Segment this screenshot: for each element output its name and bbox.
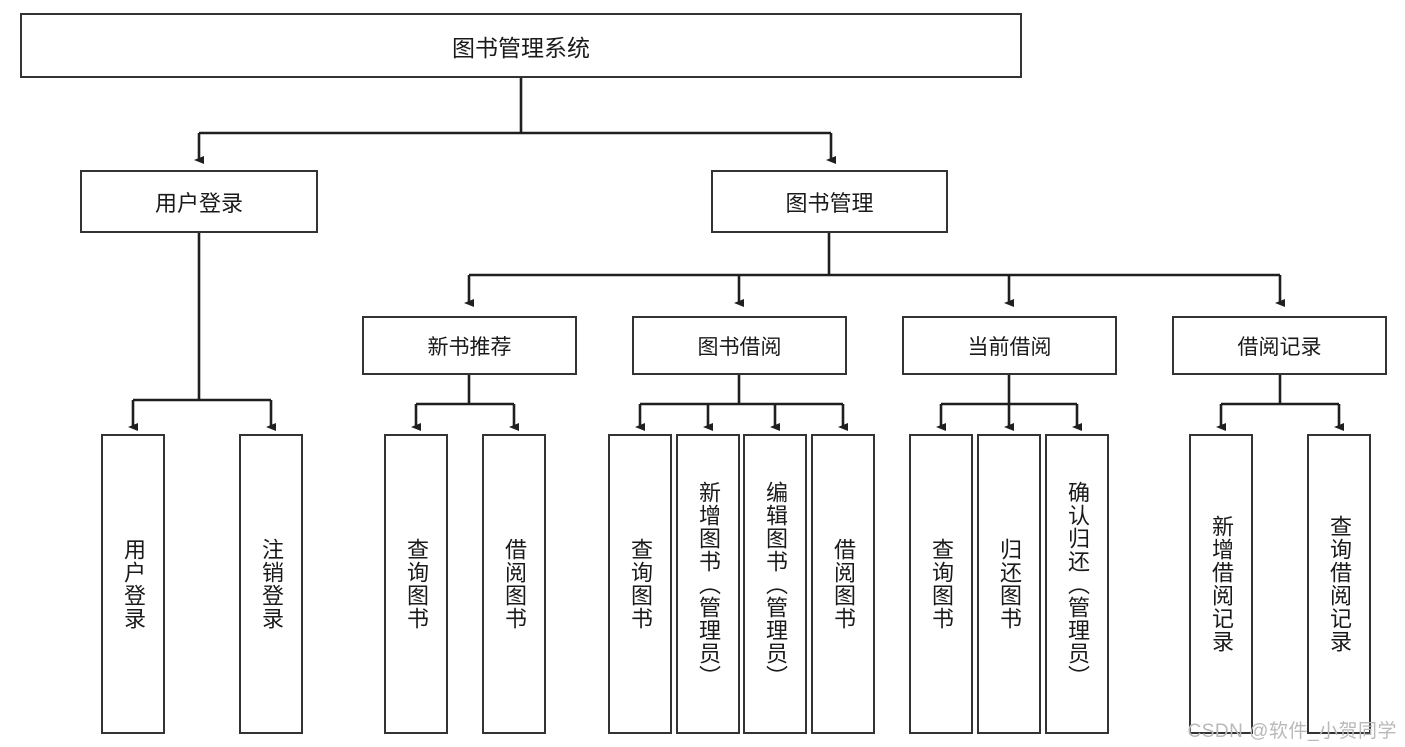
node-label: 借阅图书 [501,538,527,630]
node-label: 确认归还（管理员） [1064,480,1090,688]
node-book-management[interactable]: 图书管理 [711,170,948,233]
node-label: 查询借阅记录 [1326,515,1352,653]
node-label: 用户登录 [154,190,243,216]
node-label: 当前借阅 [967,335,1052,359]
node-label: 新增图书（管理员） [695,480,721,688]
node-book-borrow[interactable]: 图书借阅 [632,316,847,375]
node-leaf-query-book-borrow[interactable]: 查询图书 [608,434,672,734]
node-label: 图书管理系统 [452,34,590,61]
node-label: 新书推荐 [427,335,512,359]
node-label: 图书借阅 [697,335,782,359]
node-label: 查询图书 [627,538,653,630]
node-leaf-confirm-return[interactable]: 确认归还（管理员） [1045,434,1109,734]
node-label: 编辑图书（管理员） [762,480,788,688]
node-borrow-record[interactable]: 借阅记录 [1172,316,1387,375]
node-leaf-borrow-book[interactable]: 借阅图书 [811,434,875,734]
node-label: 新增借阅记录 [1208,515,1234,653]
node-label: 借阅记录 [1237,335,1322,359]
node-label: 注销登录 [258,538,284,630]
node-leaf-query-borrow-record[interactable]: 查询借阅记录 [1307,434,1371,734]
node-label: 查询图书 [403,538,429,630]
node-leaf-add-borrow-record[interactable]: 新增借阅记录 [1189,434,1253,734]
node-label: 图书管理 [785,190,874,216]
node-leaf-return-book[interactable]: 归还图书 [977,434,1041,734]
node-book-management-system[interactable]: 图书管理系统 [20,13,1022,78]
node-label: 用户登录 [120,538,146,630]
node-leaf-logout-login[interactable]: 注销登录 [239,434,303,734]
watermark-text: CSDN @软件_小贺同学 [1187,721,1397,742]
node-label: 归还图书 [996,538,1022,630]
node-new-book-recommend[interactable]: 新书推荐 [362,316,577,375]
node-current-borrow[interactable]: 当前借阅 [902,316,1117,375]
node-leaf-add-book[interactable]: 新增图书（管理员） [676,434,740,734]
node-leaf-borrow-book-recommend[interactable]: 借阅图书 [482,434,546,734]
node-leaf-query-book-recommend[interactable]: 查询图书 [384,434,448,734]
node-label: 借阅图书 [830,538,856,630]
node-leaf-query-book-current[interactable]: 查询图书 [909,434,973,734]
node-leaf-user-login[interactable]: 用户登录 [101,434,165,734]
node-user-login[interactable]: 用户登录 [80,170,318,233]
node-leaf-edit-book[interactable]: 编辑图书（管理员） [743,434,807,734]
node-label: 查询图书 [928,538,954,630]
